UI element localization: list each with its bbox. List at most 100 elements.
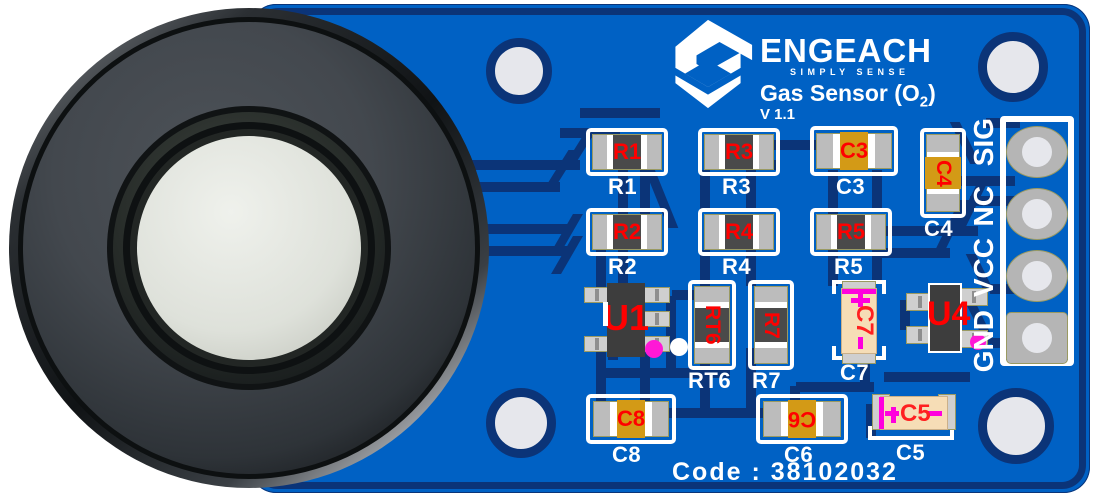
silk-outline-c5 <box>868 426 954 440</box>
trace <box>955 176 1015 186</box>
silk-outline-r5 <box>810 208 892 256</box>
trace <box>470 182 560 192</box>
trace <box>866 404 876 438</box>
trace <box>828 250 838 286</box>
ref-label-c5: C5 <box>896 440 926 465</box>
component-r4: R4 <box>704 214 774 250</box>
polarity-minus-c7 <box>857 337 863 349</box>
ref-label-r7: R7 <box>752 368 782 393</box>
component-u1: U1 <box>603 283 649 357</box>
trace <box>470 246 570 256</box>
pin-label-gnd: GND <box>968 310 999 373</box>
trace <box>600 368 730 378</box>
engeach-logo-icon <box>675 19 753 109</box>
component-c8: C8 <box>593 399 669 439</box>
silk-outline-c4 <box>920 128 966 218</box>
ref-label-r2: R2 <box>608 254 638 279</box>
trace <box>700 348 710 416</box>
trace <box>580 108 660 118</box>
component-c3: C3 <box>816 131 892 171</box>
ref-label-r5: R5 <box>834 254 864 279</box>
silk-outline-c3 <box>810 126 898 176</box>
brand-name: ENGEACH <box>760 32 933 69</box>
silk-pin1-marker-u1 <box>603 302 608 326</box>
trace <box>700 170 710 210</box>
trace <box>970 196 1016 206</box>
trace <box>470 160 580 170</box>
mounting-hole-top-left <box>486 38 552 104</box>
silk-outline-r3 <box>698 128 780 176</box>
trace <box>828 170 838 214</box>
ref-label-r1: R1 <box>608 174 638 199</box>
trace <box>880 226 978 236</box>
header-pad-nc[interactable] <box>1006 188 1068 240</box>
trace <box>884 372 970 382</box>
mounting-hole-bottom-left <box>486 388 556 458</box>
silk-outline-r7 <box>748 280 794 370</box>
component-c7: C7 <box>841 288 878 354</box>
trace <box>746 250 756 286</box>
trace <box>746 170 756 212</box>
ref-label-r4: R4 <box>722 254 752 279</box>
polarity-plus-h-c7 <box>850 298 870 303</box>
trace <box>796 382 874 392</box>
trace <box>746 348 756 412</box>
ref-label-c3: C3 <box>836 174 866 199</box>
component-r5: R5 <box>816 214 886 250</box>
ref-label-c7: C7 <box>840 360 870 385</box>
polarity-stripe-c7 <box>842 289 876 294</box>
product-version: V 1.1 <box>760 106 796 123</box>
trace <box>872 170 882 210</box>
silk-outline-r1 <box>586 128 668 176</box>
component-u4: U4 <box>927 283 970 353</box>
trace <box>640 170 650 228</box>
pad-u1-1 <box>584 287 610 303</box>
ref-label-c4: C4 <box>924 216 954 241</box>
trace <box>560 128 620 138</box>
polarity-minus-c5 <box>928 411 942 417</box>
component-c5: C5 <box>879 396 948 430</box>
component-r1: R1 <box>592 134 662 170</box>
trace <box>872 250 882 284</box>
trace <box>596 352 606 412</box>
trace <box>666 296 676 368</box>
silk-outline-r4 <box>698 208 780 256</box>
product-name-sub: 2 <box>919 93 929 111</box>
board-code-text: Code : 38102032 <box>672 458 898 486</box>
header-pad-gnd[interactable] <box>1006 312 1068 364</box>
trace <box>470 224 570 234</box>
pin-label-vcc: VCC <box>968 238 999 298</box>
ref-label-rt6: RT6 <box>688 368 732 393</box>
trace <box>900 300 910 330</box>
product-name-main: Gas Sensor (O <box>760 80 920 106</box>
via-pink-u1 <box>645 340 663 358</box>
oxygen-gas-sensor <box>9 8 489 488</box>
component-c6: C6 <box>763 399 841 439</box>
ref-label-c6: C6 <box>784 442 814 467</box>
product-name-tail: ) <box>928 80 936 106</box>
silk-outline-c8 <box>586 394 676 444</box>
header-pad-sig[interactable] <box>1006 126 1068 178</box>
trace <box>880 248 950 258</box>
via-pink-u4 <box>970 334 986 350</box>
brand-tagline: SIMPLY SENSE <box>790 67 910 77</box>
component-r2: R2 <box>592 214 662 250</box>
component-rt6: RT6 <box>694 286 730 364</box>
trace <box>640 340 650 414</box>
polarity-plus-v-c5 <box>891 406 896 423</box>
product-name: Gas Sensor (O2) <box>760 80 936 111</box>
silk-outline-c6 <box>756 394 848 444</box>
header-pad-vcc[interactable] <box>1006 250 1068 302</box>
component-c4: C4 <box>925 134 961 212</box>
ref-label-c8: C8 <box>612 442 642 467</box>
trace <box>596 250 606 294</box>
silk-outline-rt6 <box>688 280 736 370</box>
silk-outline-r2 <box>586 208 668 256</box>
component-r3: R3 <box>704 134 774 170</box>
trace <box>700 250 710 290</box>
component-r7: R7 <box>754 286 788 364</box>
mounting-hole-bottom-right <box>978 388 1054 464</box>
branding-block: ENGEACH SIMPLY SENSE Gas Sensor (O2) V 1… <box>660 14 990 123</box>
pin-label-nc: NC <box>968 186 999 227</box>
